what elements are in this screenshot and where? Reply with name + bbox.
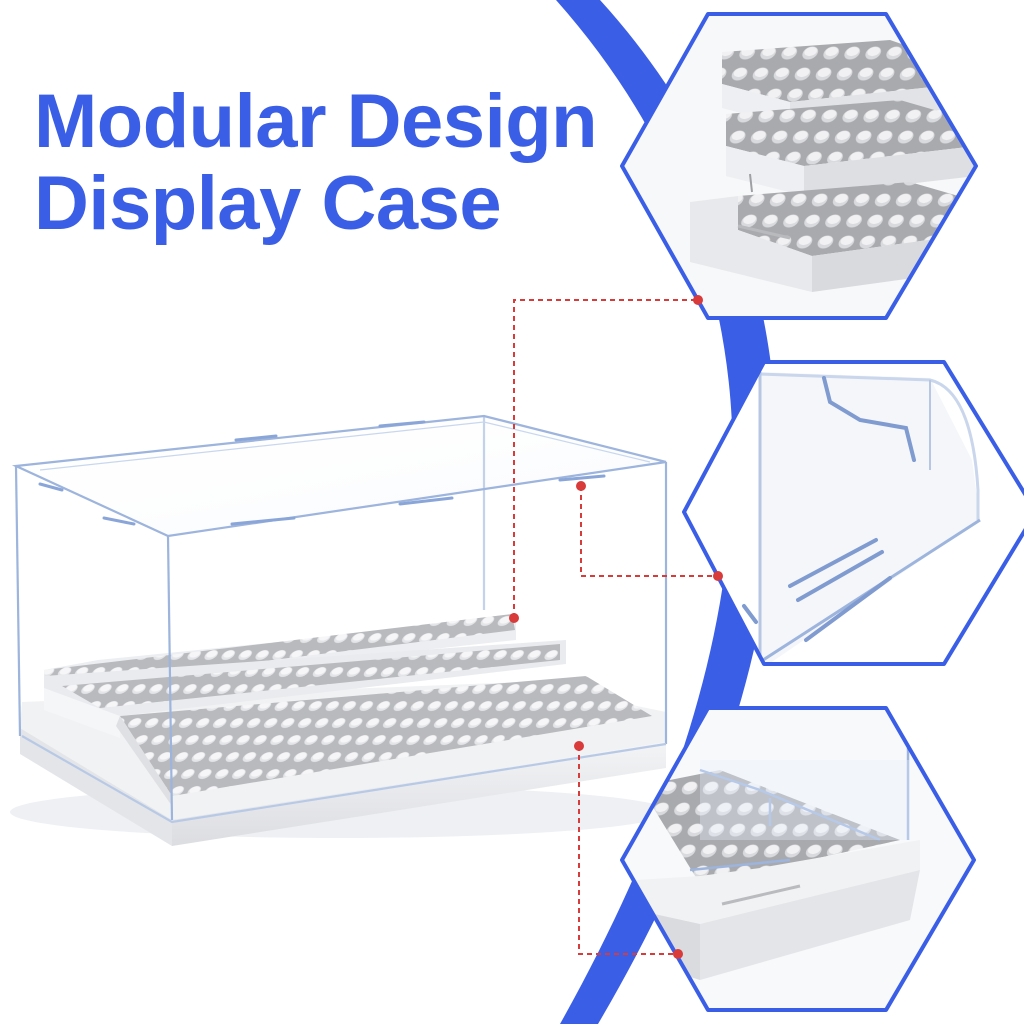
connector-line-2 [580,486,718,577]
display-case [10,414,670,846]
stud-tier-middle [44,640,566,738]
red-dot-icon [574,741,584,751]
headline-line-2: Display Case [34,161,502,246]
callout-connectors [513,299,718,955]
stud-tier-front [116,676,652,806]
callout-stacked-shelf-modules [620,12,978,320]
callout-panel-slot-joint [682,360,1024,666]
hexagon-frame [620,12,978,320]
red-dot-icon [509,613,519,623]
connector-line-1 [513,299,698,618]
lid-slot-tabs [38,420,606,526]
hexagon-frame [682,360,1024,666]
acrylic-cover [11,414,668,824]
red-dot-icon [713,571,723,581]
red-dot-icon [693,295,703,305]
red-dot-icon [673,949,683,959]
connector-line-3 [578,746,678,955]
hexagon-frame [620,706,976,1012]
callout-base-corner-lock [620,706,976,1012]
headline-line-1: Modular Design [34,79,598,164]
connector-dots [509,295,723,959]
red-dot-icon [576,481,586,491]
